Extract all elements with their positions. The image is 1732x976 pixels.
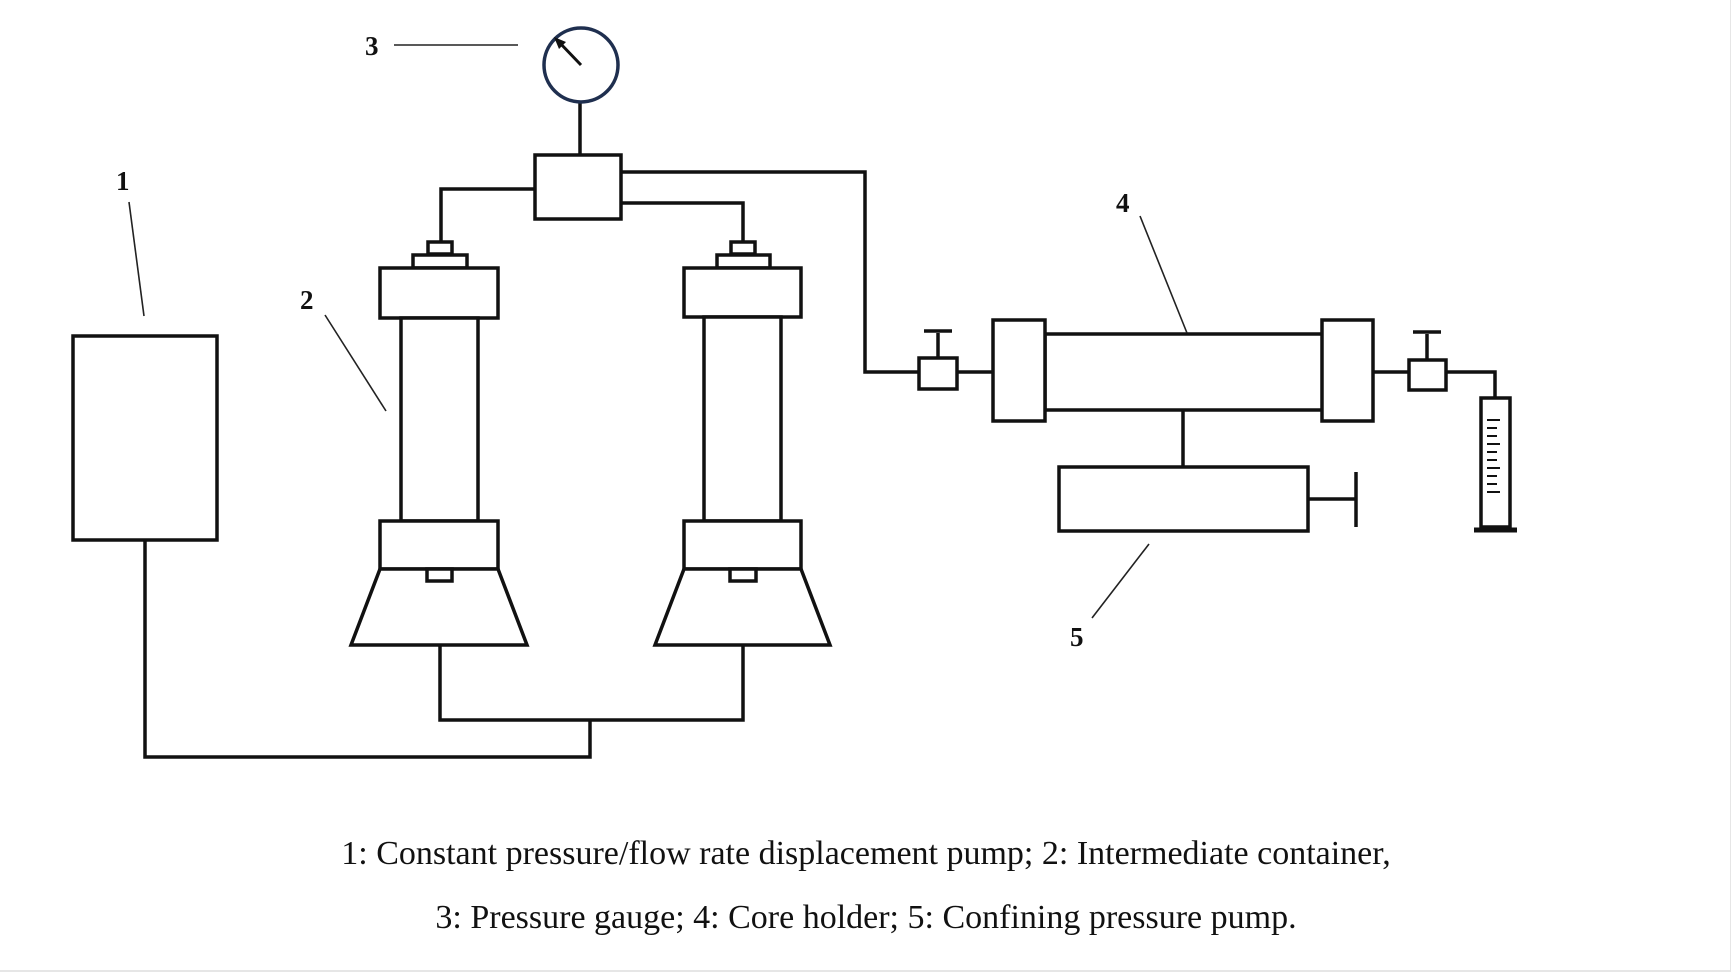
core-holder-right-cap [1320, 318, 1375, 423]
container-right-bottom-cap [682, 519, 803, 571]
manifold-to-core-holder-pipe [621, 170, 919, 374]
container-left-top-nub [426, 240, 454, 256]
leader-lines [128, 44, 1188, 619]
label-confining-pressure-pump: 5 [1070, 622, 1084, 652]
figure-caption-line-2: 3: Pressure gauge; 4: Core holder; 5: Co… [435, 899, 1297, 936]
outlet-valve [1407, 330, 1448, 392]
outlet-valve-to-cylinder-pipe [1446, 370, 1497, 398]
container-left-top-connector [411, 253, 469, 270]
container-left-body [399, 316, 480, 523]
measuring-cylinder-graduations [1487, 419, 1500, 493]
container-left-bottom-port [425, 567, 454, 583]
inlet-valve-body [917, 356, 959, 391]
container-right-top-connector [715, 253, 772, 270]
container-right-base [652, 567, 833, 647]
confining-pump-barrel [1057, 465, 1310, 533]
container-right-top-cap [682, 266, 803, 319]
manifold-to-right-container-pipe [621, 201, 745, 243]
label-core-holder: 4 [1116, 188, 1130, 218]
measuring-cylinder-body [1479, 396, 1512, 529]
core-holder-body [1043, 332, 1325, 412]
container-left-bottom-cap [378, 519, 500, 571]
outlet-valve-body [1407, 358, 1448, 392]
pressure-gauge [542, 26, 620, 104]
container-right-bottom-port [728, 567, 758, 583]
displacement-pump [71, 334, 219, 542]
core-holder-left-cap [991, 318, 1047, 423]
manifold-block [533, 153, 623, 221]
label-pressure-gauge: 3 [365, 31, 379, 61]
container-left-base [348, 567, 530, 647]
piping [143, 102, 1497, 759]
manifold-to-left-container-pipe [439, 187, 535, 243]
leader-line-1 [128, 201, 145, 317]
container-left-top-cap [378, 266, 500, 320]
label-displacement-pump: 1 [116, 166, 130, 196]
leader-line-2 [324, 314, 387, 412]
label-intermediate-container: 2 [300, 285, 314, 315]
bottom-manifold-pipe [438, 574, 745, 722]
pressure-gauge-needle-tip [554, 37, 566, 49]
leader-line-5 [1091, 543, 1150, 619]
inlet-valve [917, 329, 959, 391]
measuring-cylinder [1474, 396, 1517, 533]
leader-line-4 [1139, 215, 1188, 334]
container-right-top-nub [729, 240, 757, 256]
intermediate-container-left [348, 240, 530, 647]
figure-caption-line-1: 1: Constant pressure/flow rate displacem… [341, 835, 1391, 872]
confining-pressure-pump [1057, 465, 1358, 533]
intermediate-container-right [652, 240, 833, 647]
pump-outlet-pipe [143, 540, 592, 759]
container-right-body [702, 315, 783, 523]
core-holder [991, 318, 1375, 423]
